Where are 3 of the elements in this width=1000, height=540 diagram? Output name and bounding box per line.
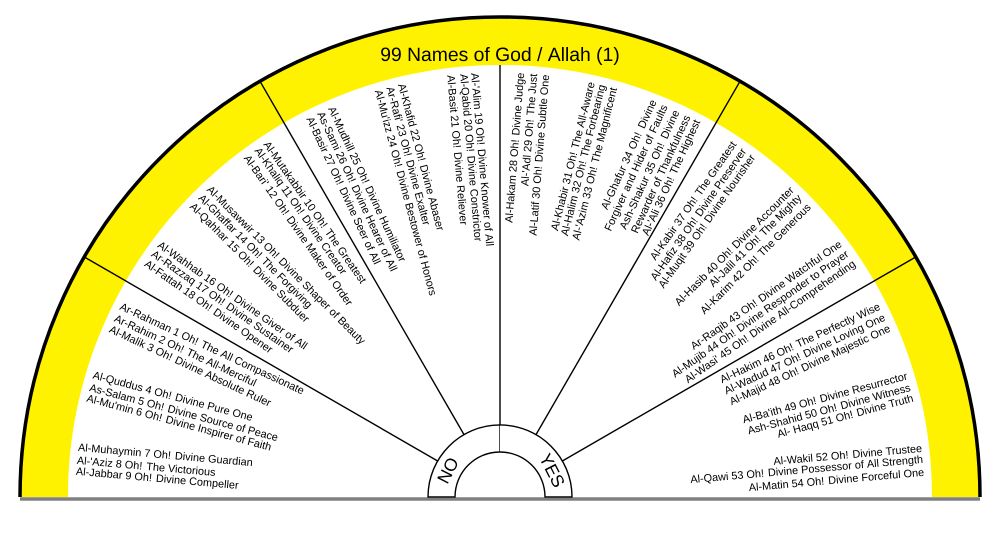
- hub-sector: YES: [499, 424, 573, 498]
- title: 99 Names of God / Allah (1): [381, 47, 619, 65]
- hub-sector: NO: [427, 424, 501, 498]
